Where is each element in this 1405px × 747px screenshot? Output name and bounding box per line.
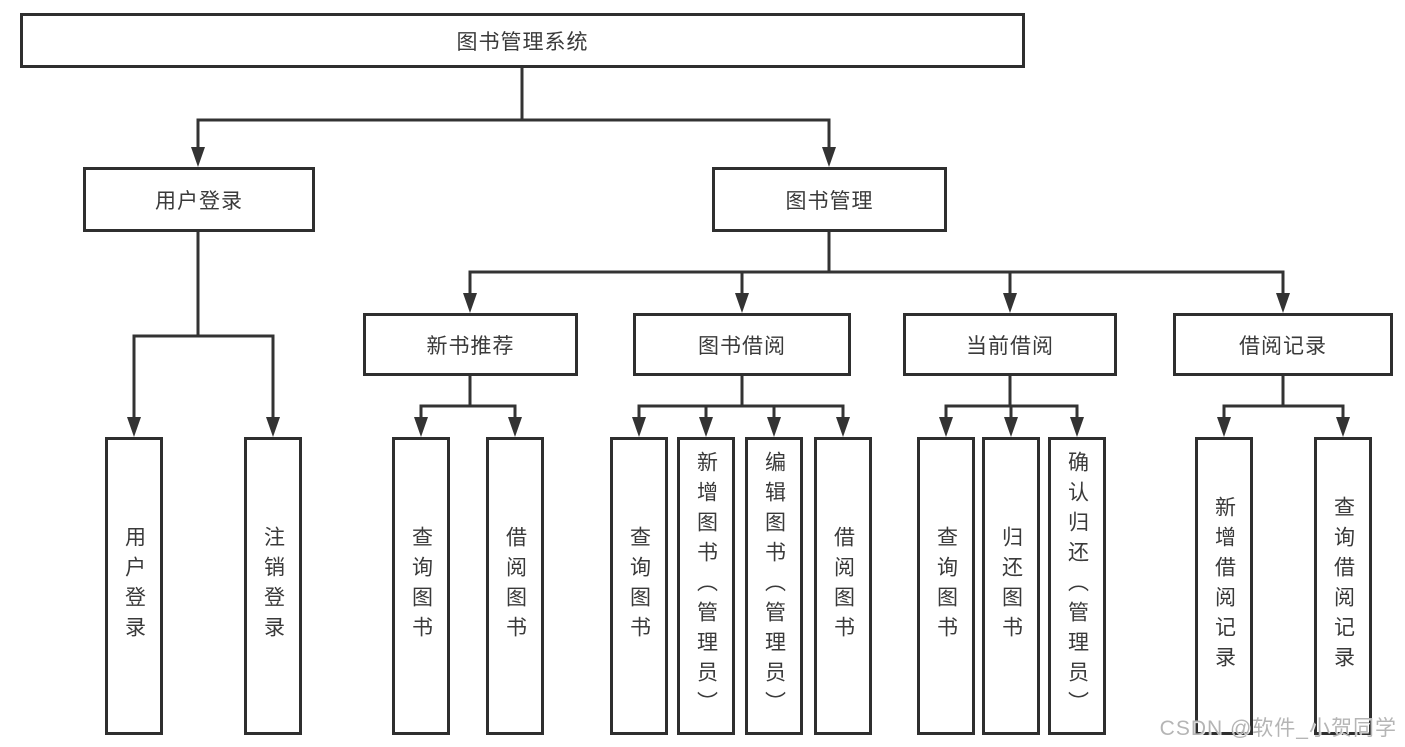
leaf-add-borrow-record: 新增借阅记录 [1195,437,1253,735]
leaf-user-login: 用户登录 [105,437,163,735]
arrowhead-down-icon [508,417,522,437]
leaf-query-book-borrow-label: 查询图书 [627,526,651,646]
leaf-add-borrow-record-label: 新增借阅记录 [1212,496,1236,676]
leaf-edit-book-admin-label: 编辑图书（管理员） [762,451,786,721]
arrowhead-down-icon [699,417,713,437]
node-root-label: 图书管理系统 [456,30,589,54]
node-book-mgmt: 图书管理 [712,167,947,232]
leaf-borrow-book: 借阅图书 [814,437,872,735]
arrowhead-down-icon [1276,293,1290,313]
leaf-confirm-return-admin: 确认归还（管理员） [1048,437,1106,735]
leaf-query-borrow-record-label: 查询借阅记录 [1331,496,1355,676]
arrowhead-down-icon [939,417,953,437]
leaf-query-book-current: 查询图书 [917,437,975,735]
leaf-query-book-current-label: 查询图书 [934,526,958,646]
leaf-query-book-borrow: 查询图书 [610,437,668,735]
node-current-borrow-label: 当前借阅 [966,334,1054,358]
arrowhead-down-icon [632,417,646,437]
leaf-query-book-recommend-label: 查询图书 [409,526,433,646]
node-user-login-label: 用户登录 [155,189,243,213]
arrowhead-down-icon [1004,417,1018,437]
leaf-confirm-return-admin-label: 确认归还（管理员） [1065,451,1089,721]
arrowhead-down-icon [1003,293,1017,313]
node-borrow-record-label: 借阅记录 [1239,334,1327,358]
node-book-borrow-label: 图书借阅 [698,334,786,358]
arrowhead-down-icon [767,417,781,437]
leaf-return-book: 归还图书 [982,437,1040,735]
arrowhead-down-icon [1217,417,1231,437]
leaf-add-book-admin: 新增图书（管理员） [677,437,735,735]
leaf-query-borrow-record: 查询借阅记录 [1314,437,1372,735]
leaf-add-book-admin-label: 新增图书（管理员） [694,451,718,721]
arrowhead-down-icon [1070,417,1084,437]
leaf-query-book-recommend: 查询图书 [392,437,450,735]
arrowhead-down-icon [127,417,141,437]
node-user-login: 用户登录 [83,167,315,232]
leaf-borrow-book-recommend-label: 借阅图书 [503,526,527,646]
leaf-user-login-label: 用户登录 [122,526,146,646]
node-book-borrow: 图书借阅 [633,313,851,376]
node-book-mgmt-label: 图书管理 [785,189,874,213]
arrowhead-down-icon [836,417,850,437]
leaf-return-book-label: 归还图书 [999,526,1023,646]
node-current-borrow: 当前借阅 [903,313,1117,376]
node-new-book-recommend-label: 新书推荐 [426,334,515,358]
leaf-edit-book-admin: 编辑图书（管理员） [745,437,803,735]
leaf-borrow-book-recommend: 借阅图书 [486,437,544,735]
arrowhead-down-icon [191,147,205,167]
node-borrow-record: 借阅记录 [1173,313,1393,376]
watermark: CSDN @软件_小贺同学 [1159,717,1397,740]
leaf-logout-label: 注销登录 [261,526,285,646]
arrowhead-down-icon [266,417,280,437]
arrowhead-down-icon [463,293,477,313]
arrowhead-down-icon [1336,417,1350,437]
arrowhead-down-icon [414,417,428,437]
node-new-book-recommend: 新书推荐 [363,313,578,376]
leaf-borrow-book-label: 借阅图书 [831,526,855,646]
node-root: 图书管理系统 [20,13,1025,68]
leaf-logout: 注销登录 [244,437,302,735]
arrowhead-down-icon [735,293,749,313]
arrowhead-down-icon [822,147,836,167]
